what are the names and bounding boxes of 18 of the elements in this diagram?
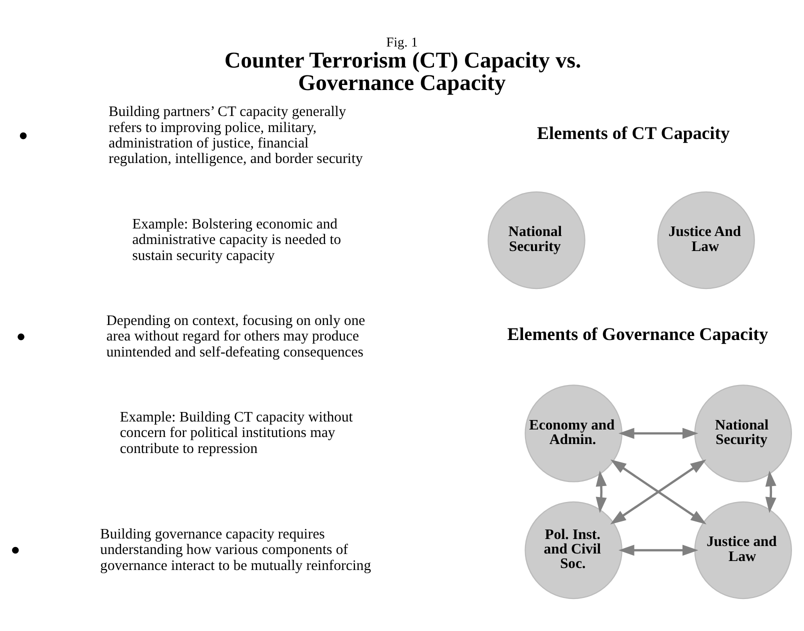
node-circle: Justice and Law	[694, 501, 792, 600]
node-circle: National Security	[488, 191, 586, 290]
label: Elements of CT Capacity	[537, 122, 730, 143]
label: Depending on context, focusing on only one area without regard for others may produce unintended and self-defeating consequences	[106, 312, 366, 360]
arrow	[765, 470, 776, 513]
arrow	[596, 470, 607, 513]
label: Example: Building CT capacity without concern for political institutions may contribute to repression	[120, 410, 353, 457]
node-circle: Justice And Law	[657, 191, 755, 290]
arrow	[618, 544, 698, 556]
label: Building governance capacity requires understanding how various components of governance interact to be mutually reinforcing	[100, 526, 372, 574]
label: Example: Bolstering economic and administrative capacity is needed to sustain security capacity	[132, 216, 342, 264]
arrow	[618, 428, 698, 439]
node-circle: Pol. Inst. and Civil Soc.	[524, 501, 622, 600]
label: Fig. 1	[386, 34, 418, 50]
node-circle: National Security	[694, 384, 792, 482]
label: Building partners’ CT capacity generally refers to improving police, military, administration of justice, financial regulation, intelligence, and border security	[108, 104, 363, 168]
label: Elements of Governance Capacity	[507, 324, 768, 344]
node-circle: Economy and Admin.	[524, 384, 622, 482]
